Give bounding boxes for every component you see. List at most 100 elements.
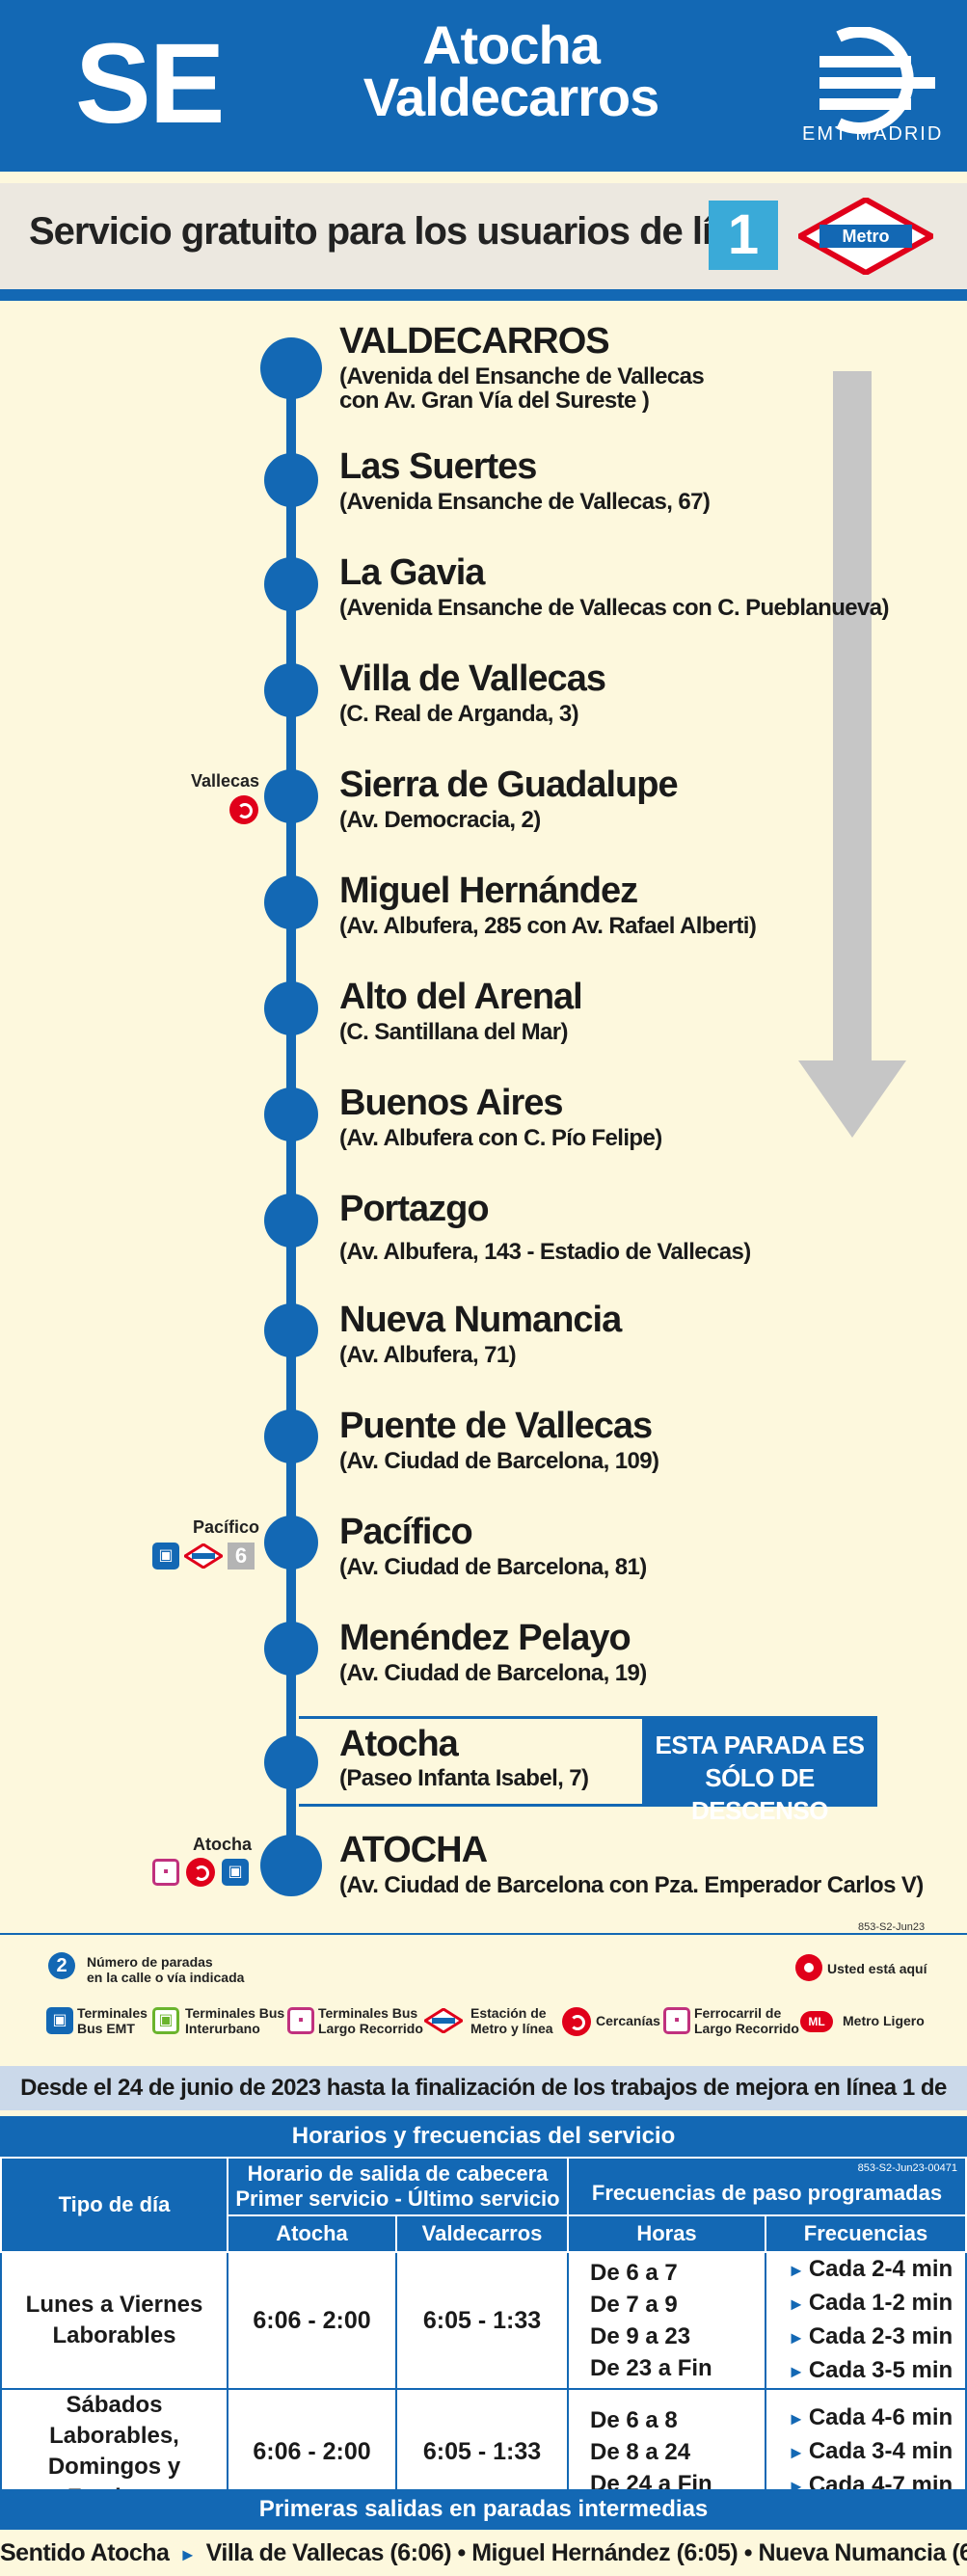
first-departures-line: Sentido Atocha ► Villa de Vallecas (6:06… (0, 2530, 967, 2576)
free-service-band: Servicio gratuito para los usuarios de l… (0, 183, 967, 289)
bullet-separator: • (457, 2539, 466, 2566)
stop-name: Alto del Arenal (339, 977, 583, 1017)
map-code: 853-S2-Jun23 (858, 1921, 926, 1933)
line-code: SE (75, 20, 225, 148)
stop-address: (Paseo Infanta Isabel, 7) (339, 1765, 589, 1791)
first-departure-item: Miguel Hernández (6:05) (471, 2539, 739, 2566)
col-frequencies-header: Frecuencias de paso programadas (567, 2157, 967, 2216)
divider (0, 1933, 967, 1935)
legend-line: Terminales (77, 2005, 148, 2021)
legend-emt-text: Terminales Bus EMT (77, 2005, 148, 2036)
direction-arrow-icon (833, 371, 872, 1065)
emt-terminal-icon: ▣ (46, 2007, 73, 2034)
metro-line-badge: 1 (709, 201, 778, 270)
descent-only-tag: ESTA PARADA ES SÓLO DE DESCENSO (642, 1716, 877, 1825)
connection-label-pacifico: Pacífico (193, 1517, 260, 1537)
triangle-icon: ► (178, 2545, 197, 2564)
legend-stop-count-text: Número de paradas en la calle o vía indi… (87, 1954, 244, 1985)
first-departures-title: Primeras salidas en paradas intermedias (0, 2489, 967, 2530)
stop-address: (Avenida del Ensanche de Vallecas (339, 363, 705, 389)
you-are-here-icon (795, 1954, 822, 1981)
stop-name: Portazgo (339, 1189, 490, 1229)
metro-logo-icon: Metro (798, 198, 933, 275)
time-atocha: 6:06 - 2:00 (227, 2251, 397, 2390)
legend-line: Número de paradas (87, 1954, 213, 1970)
stop-marker (260, 337, 322, 399)
stop-address: (Av. Democracia, 2) (339, 807, 541, 833)
schedule-table: Tipo de día Horario de salida de cabecer… (0, 2157, 967, 2515)
frequency-item: ►Cada 4-6 min (788, 2402, 965, 2435)
metro-ligero-icon: ML (800, 2011, 833, 2032)
connection-label-vallecas: Vallecas (191, 771, 260, 791)
legend-line: en la calle o vía indicada (87, 1970, 245, 1985)
frequency-value: Cada 2-4 min (808, 2256, 954, 2282)
hours-item: De 6 a 7 (590, 2260, 678, 2286)
stop-marker (264, 981, 318, 1035)
emt-terminal-icon: ▣ (152, 1543, 179, 1570)
stop-marker (264, 453, 318, 507)
legend-line: Ferrocarril de (694, 2005, 782, 2021)
stop-name: Menéndez Pelayo (339, 1618, 631, 1658)
stop-marker (264, 1735, 318, 1789)
stop-marker (260, 1835, 322, 1896)
day-line: Sábados Laborables, (49, 2392, 179, 2449)
col-hours: Horas (567, 2214, 766, 2253)
stop-address: (Av. Ciudad de Barcelona con Pza. Empera… (339, 1872, 924, 1898)
frequency-item: ►Cada 1-2 min (788, 2287, 965, 2321)
direction-label: Sentido Atocha (0, 2539, 170, 2566)
stop-name: Buenos Aires (339, 1083, 564, 1123)
triangle-icon: ► (788, 2328, 805, 2348)
schedule-code: 853-S2-Jun23-00471 (857, 2162, 957, 2174)
stop-address: (Avenida Ensanche de Vallecas, 67) (339, 489, 711, 515)
route-title: Atocha Valdecarros (318, 14, 704, 127)
frequency-item: ►Cada 2-3 min (788, 2321, 965, 2354)
hours-item: De 8 a 24 (590, 2438, 691, 2465)
stop-name: Nueva Numancia (339, 1300, 622, 1340)
legend-metro-text: Estación de Metro y línea (470, 2005, 553, 2036)
stop-name: Atocha (339, 1724, 459, 1764)
stop-address: con Av. Gran Vía del Sureste ) (339, 388, 650, 414)
destination-atocha: Atocha (422, 14, 601, 75)
col-day-type: Tipo de día (0, 2157, 228, 2253)
stop-name: Miguel Hernández (339, 871, 638, 911)
stop-marker (264, 1622, 318, 1676)
stop-marker (264, 557, 318, 611)
stop-name: Las Suertes (339, 446, 537, 487)
col-header-departures: Horario de salida de cabecera Primer ser… (227, 2157, 569, 2216)
legend-cercanias-text: Cercanías (596, 2013, 660, 2028)
connection-label-atocha: Atocha (193, 1835, 253, 1854)
legend-line: Metro y línea (470, 2021, 553, 2036)
legend-line: Largo Recorrido (318, 2021, 423, 2036)
stop-address: (C. Real de Arganda, 3) (339, 701, 579, 727)
frequency-item: ►Cada 3-4 min (788, 2435, 965, 2469)
descent-notice-line-1: ESTA PARADA ES (655, 1731, 865, 1759)
legend-you-are-here-text: Usted está aquí (827, 1961, 927, 1976)
descent-notice-line-2: SÓLO DE DESCENSO (691, 1763, 828, 1825)
hours-item: De 23 a Fin (590, 2355, 712, 2381)
legend-metro-ligero-text: Metro Ligero (843, 2013, 925, 2028)
stop-address: (Av. Albufera, 143 - Estadio de Vallecas… (339, 1239, 751, 1265)
stop-name: Puente de Vallecas (339, 1406, 653, 1446)
frequency-value: Cada 3-5 min (808, 2357, 954, 2383)
emt-logo-icon (819, 27, 935, 134)
frequency-list: ►Cada 2-4 min ►Cada 1-2 min ►Cada 2-3 mi… (765, 2251, 967, 2390)
header-bar: SE Atocha Valdecarros EMT MADRID (0, 0, 967, 172)
cercanias-icon (186, 1858, 215, 1887)
stop-marker (264, 1516, 318, 1570)
stop-name: Sierra de Guadalupe (339, 765, 679, 805)
legend-long-distance-bus-text: Terminales Bus Largo Recorrido (318, 2005, 423, 2036)
interurban-terminal-icon: ▣ (152, 2007, 179, 2034)
frequency-value: Cada 4-6 min (808, 2403, 954, 2430)
stop-marker (264, 1194, 318, 1248)
cercanias-icon (562, 2007, 591, 2036)
stop-marker (264, 1303, 318, 1357)
triangle-icon: ► (788, 2442, 805, 2462)
stop-address: (Av. Albufera, 71) (339, 1342, 517, 1368)
frequency-value: Cada 1-2 min (808, 2290, 954, 2316)
metro-logo-text: Metro (843, 227, 890, 246)
legend-stop-count-icon: 2 (48, 1952, 75, 1979)
table-row: Lunes a Viernes Laborables 6:06 - 2:00 6… (0, 2251, 967, 2390)
destination-valdecarros: Valdecarros (363, 67, 660, 127)
triangle-icon: ► (788, 2294, 805, 2314)
stop-name: VALDECARROS (339, 321, 610, 362)
